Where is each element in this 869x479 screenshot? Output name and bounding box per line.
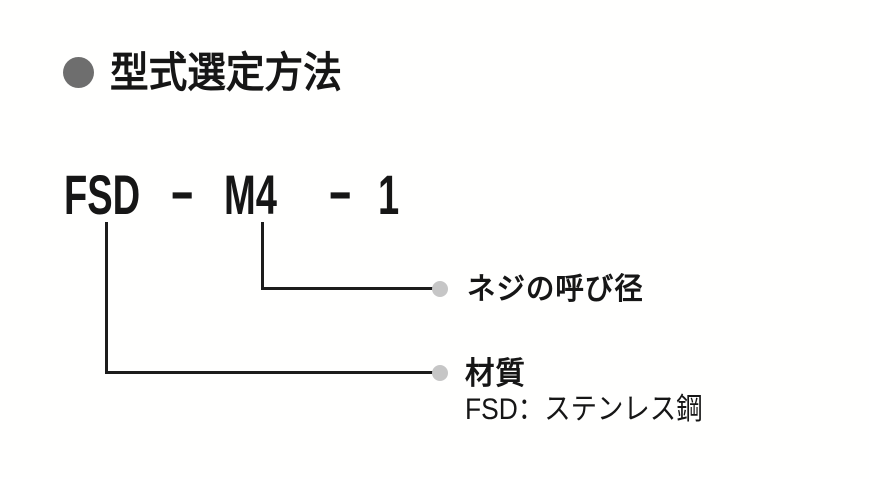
leader-line-thread-vertical xyxy=(261,222,264,290)
model-code-segment-thread: M4 xyxy=(224,163,277,226)
model-code-separator: − xyxy=(171,163,194,226)
section-title: 型式選定方法 xyxy=(110,49,342,96)
callout-label-material: 材質 xyxy=(465,356,526,391)
callout-dot-icon xyxy=(432,281,448,297)
model-code-segment-material: FSD xyxy=(64,163,141,226)
callout-dot-icon xyxy=(432,365,448,381)
model-code-separator: − xyxy=(329,163,352,226)
model-code-segment-variant: 1 xyxy=(378,163,400,226)
leader-line-material-vertical xyxy=(105,222,108,374)
leader-line-thread-horizontal xyxy=(261,287,433,290)
callout-label-thread-diameter: ネジの呼び径 xyxy=(467,273,644,306)
section-bullet-icon xyxy=(63,57,94,88)
leader-line-material-horizontal xyxy=(105,371,433,374)
callout-note-material-fsd: FSD：ステンレス鋼 xyxy=(465,393,703,426)
